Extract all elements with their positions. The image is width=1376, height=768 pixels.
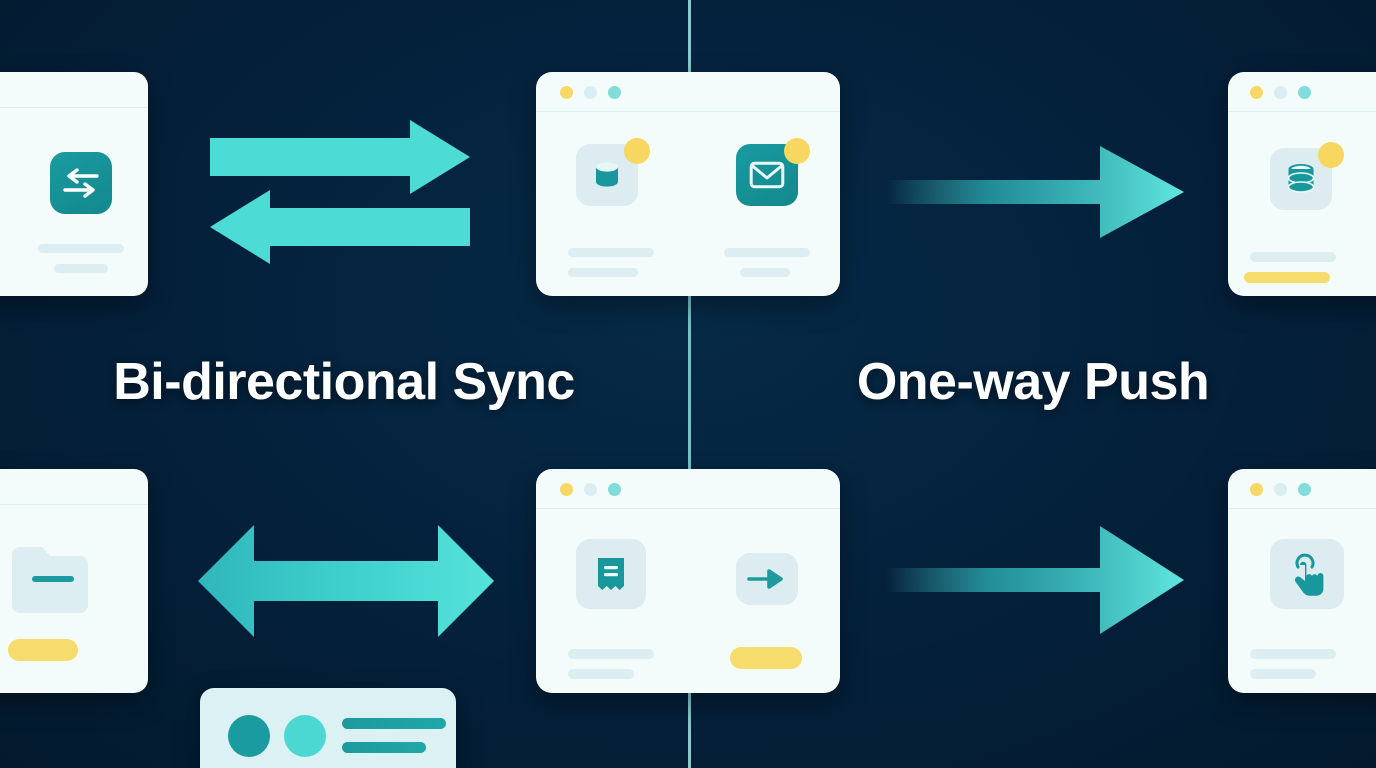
skeleton-line	[568, 268, 638, 277]
card-notification-overlay[interactable]	[200, 688, 456, 768]
card-sync-source[interactable]	[0, 72, 148, 296]
tap-gesture-icon	[1270, 539, 1344, 609]
sync-arrows-icon	[50, 152, 112, 214]
skeleton-line	[1250, 252, 1336, 262]
chrome-dot-teal-icon	[608, 483, 621, 496]
chrome-dot-yellow-icon	[560, 86, 573, 99]
skeleton-line	[1250, 669, 1316, 679]
chrome-dot-yellow-icon	[560, 483, 573, 496]
center-divider	[688, 0, 691, 768]
card-chrome-bar	[1228, 469, 1376, 509]
chrome-dot-blue-icon	[1274, 483, 1287, 496]
chrome-dot-teal-icon	[1298, 483, 1311, 496]
folder-shape-icon	[12, 547, 88, 613]
skeleton-line	[1250, 649, 1336, 659]
chrome-dot-teal-icon	[1298, 86, 1311, 99]
arrow-push-bottom	[886, 512, 1186, 648]
skeleton-line	[568, 649, 654, 659]
skeleton-line	[740, 268, 790, 277]
skeleton-line	[568, 248, 654, 257]
card-chrome-bar	[536, 72, 840, 112]
skeleton-line-yellow	[1244, 272, 1330, 283]
skeleton-line	[724, 248, 810, 257]
status-badge-yellow	[1318, 142, 1344, 168]
status-badge-yellow	[624, 138, 650, 164]
skeleton-line	[568, 669, 634, 679]
chrome-dot-blue-icon	[1274, 86, 1287, 99]
arrow-double-bottom	[196, 514, 496, 648]
card-folder-source[interactable]	[0, 469, 148, 693]
avatar	[228, 715, 270, 757]
card-push-target[interactable]	[1228, 72, 1376, 296]
status-badge-yellow	[784, 138, 810, 164]
receipt-icon	[576, 539, 646, 609]
card-transfer-workspace[interactable]	[536, 469, 840, 693]
arrow-right-icon	[736, 553, 798, 605]
avatar	[284, 715, 326, 757]
chrome-dot-blue-icon	[584, 86, 597, 99]
card-chrome-bar	[1228, 72, 1376, 112]
card-sync-workspace[interactable]	[536, 72, 840, 296]
skeleton-line-yellow	[8, 639, 78, 661]
card-chrome-bar	[0, 469, 148, 505]
chrome-dot-yellow-icon	[1250, 86, 1263, 99]
skeleton-line-teal	[342, 718, 446, 729]
arrow-left-bottom	[208, 188, 470, 266]
card-tap-target[interactable]	[1228, 469, 1376, 693]
chrome-dot-teal-icon	[608, 86, 621, 99]
label-one-way-push: One-way Push	[856, 353, 1210, 411]
envelope-icon	[736, 144, 798, 206]
arrow-right-top	[210, 118, 472, 196]
card-chrome-bar	[536, 469, 840, 509]
skeleton-line	[54, 264, 108, 273]
chrome-dot-yellow-icon	[1250, 483, 1263, 496]
card-chrome-bar	[0, 72, 148, 108]
arrow-push-top	[886, 142, 1186, 242]
chrome-dot-blue-icon	[584, 483, 597, 496]
skeleton-line-teal	[342, 742, 426, 753]
skeleton-line-yellow	[730, 647, 802, 669]
label-bidirectional-sync: Bi-directional Sync	[113, 353, 575, 411]
database-stack-icon	[1270, 148, 1332, 210]
skeleton-line	[38, 244, 124, 253]
